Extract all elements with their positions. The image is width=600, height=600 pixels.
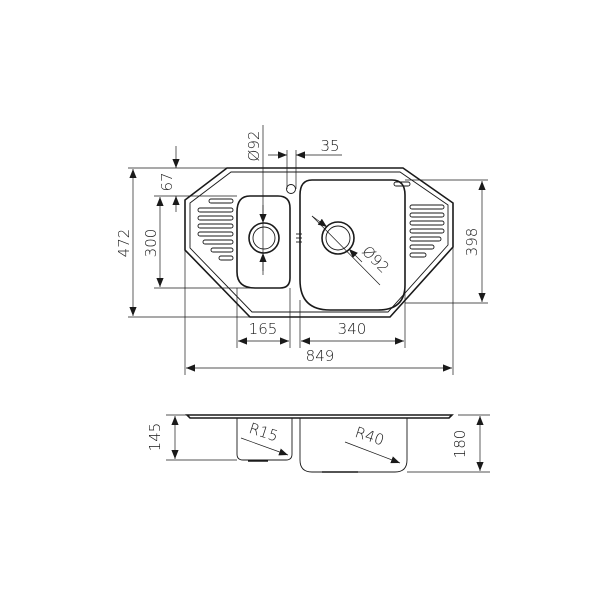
- label-small-drain-diameter: Ø92: [245, 131, 263, 162]
- sink-outline: [184, 167, 454, 318]
- extension-lines: [128, 125, 488, 375]
- label-r15: R15: [247, 419, 281, 445]
- label-145: 145: [146, 423, 164, 452]
- small-bowl-profile: [236, 418, 293, 461]
- label-180: 180: [451, 430, 469, 459]
- rim-profile: [185, 414, 454, 419]
- tap-hole: [286, 184, 296, 194]
- side-extension-lines: [166, 414, 490, 473]
- radius-arrow-r40: [344, 441, 401, 464]
- label-67: 67: [158, 172, 176, 191]
- label-849: 849: [306, 347, 335, 365]
- large-bowl: [299, 179, 406, 311]
- label-398: 398: [463, 228, 481, 257]
- overflow-slots: [296, 181, 411, 243]
- drainer-ribs-left: [197, 198, 234, 261]
- label-340: 340: [338, 320, 367, 338]
- small-drain: [248, 222, 280, 254]
- side-view: 145 180 R15 R40: [146, 414, 490, 473]
- label-large-drain-diameter: Ø92: [358, 242, 393, 277]
- large-drain: [321, 221, 355, 255]
- label-35: 35: [320, 137, 339, 155]
- radius-arrow-r15: [240, 437, 289, 456]
- sink-inner-rim: [189, 171, 449, 313]
- dim-line-92-large-b: [348, 248, 363, 263]
- label-472: 472: [115, 229, 133, 258]
- drainer-ribs-right: [409, 204, 445, 258]
- label-r40: R40: [353, 423, 387, 449]
- small-bowl: [236, 195, 291, 289]
- label-300: 300: [142, 229, 160, 258]
- label-165: 165: [249, 320, 278, 338]
- top-view: 472 300 67 398 Ø92 35 165 340 849 Ø92: [115, 125, 488, 375]
- dim-line-92-large-a: [311, 215, 328, 228]
